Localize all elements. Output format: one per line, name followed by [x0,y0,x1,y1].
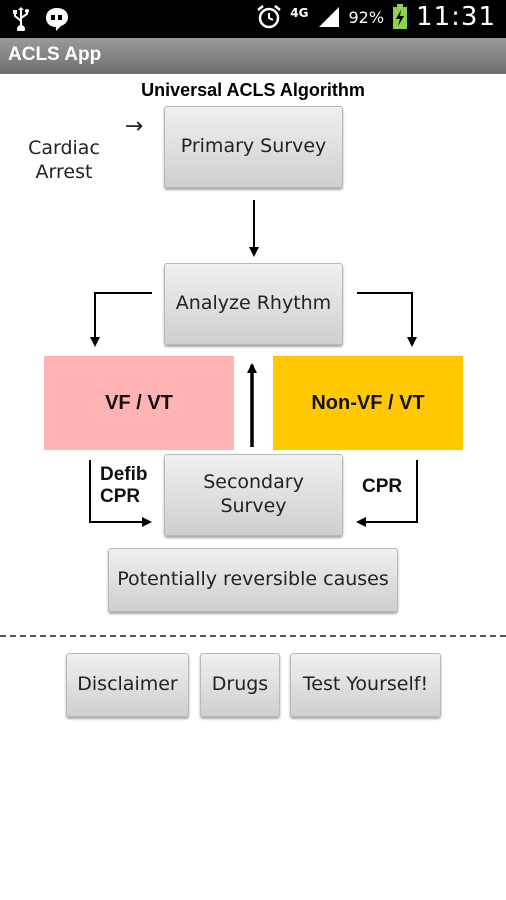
drugs-button[interactable]: Drugs [200,653,280,717]
start-arrow: → [124,114,144,139]
cpr-label: CPR [362,476,403,497]
arrow-analyze-to-nonvf [357,292,417,347]
non-vf-vt-box[interactable]: Non-VF / VT [273,356,463,450]
network-type: 4G [290,6,309,20]
disclaimer-button[interactable]: Disclaimer [66,653,189,717]
app-title: ACLS App [8,44,102,65]
primary-survey-button[interactable]: Primary Survey [164,106,343,188]
battery-icon [393,4,408,29]
app-title-bar: ACLS App [0,38,506,74]
arrow-nonvf-to-secondary [356,460,418,527]
signal-icon [318,7,339,27]
defib-cpr-label: Defib CPR [100,464,148,507]
arrow-analyze-to-vf [90,292,152,347]
battery-percent: 92% [348,7,385,27]
arrow-vf-to-secondary [89,460,152,527]
divider [0,635,506,637]
secondary-survey-button[interactable]: Secondary Survey [164,454,343,536]
reversible-causes-button[interactable]: Potentially reversible causes [108,548,398,612]
analyze-rhythm-button[interactable]: Analyze Rhythm [164,263,343,345]
vf-vt-box[interactable]: VF / VT [44,356,234,450]
usb-icon [13,7,29,31]
alarm-icon [257,5,282,29]
status-bar: 4G 92% 11:31 [0,0,506,38]
algorithm-heading: Universal ACLS Algorithm [141,80,365,100]
test-yourself-button[interactable]: Test Yourself! [290,653,441,717]
clock: 11:31 [416,2,496,32]
chat-icon [46,8,68,31]
cardiac-arrest-label: Cardiac Arrest [28,137,100,183]
